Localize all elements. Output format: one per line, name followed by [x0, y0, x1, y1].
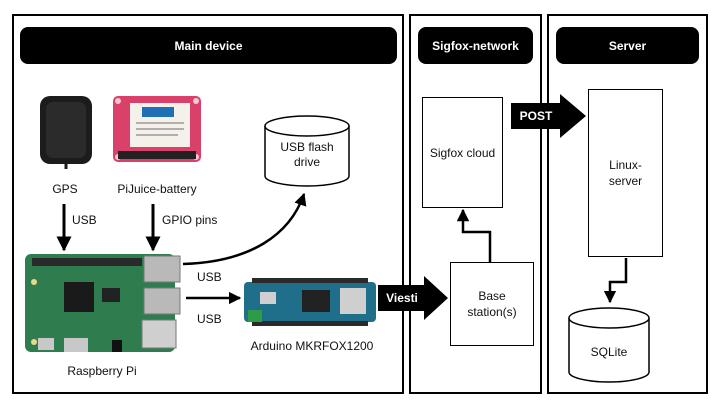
arduino-icon — [244, 278, 376, 326]
server-title: Server — [556, 27, 699, 64]
gps-usb-label: USB — [72, 213, 97, 227]
sqlite-label: SQLite — [590, 345, 628, 359]
server-to-sqlite-arrow — [603, 258, 628, 304]
usb-flash-link-label: USB — [197, 270, 222, 284]
raspberry-pi-label: Raspberry Pi — [67, 364, 137, 378]
pijuice-label: PiJuice-battery — [117, 182, 197, 196]
usb-flash-arrow — [182, 192, 307, 266]
viesti-block-arrow — [378, 276, 448, 320]
usb-flash-label: USB flash drive — [280, 140, 334, 169]
pijuice-icon — [113, 96, 201, 162]
post-label: POST — [519, 109, 553, 123]
sqlite-cylinder — [568, 307, 650, 383]
sigfox-network-title: Sigfox-network — [418, 27, 533, 64]
post-block-arrow — [511, 94, 586, 138]
gps-icon — [40, 96, 92, 169]
usb-flash-cylinder — [264, 115, 350, 187]
linux-server-box: Linux- server — [588, 89, 663, 257]
raspberry-pi-icon — [25, 254, 181, 352]
base-to-cloud-arrow — [456, 208, 492, 262]
gps-label: GPS — [52, 182, 78, 196]
viesti-label: Viesti — [386, 291, 418, 305]
sigfox-cloud-box: Sigfox cloud — [422, 97, 503, 208]
gpio-label: GPIO pins — [162, 213, 218, 227]
main-device-title: Main device — [20, 27, 397, 64]
usb-arduino-label: USB — [197, 312, 222, 326]
arduino-label: Arduino MKRFOX1200 — [250, 339, 374, 353]
base-station-box: Base station(s) — [450, 262, 534, 346]
